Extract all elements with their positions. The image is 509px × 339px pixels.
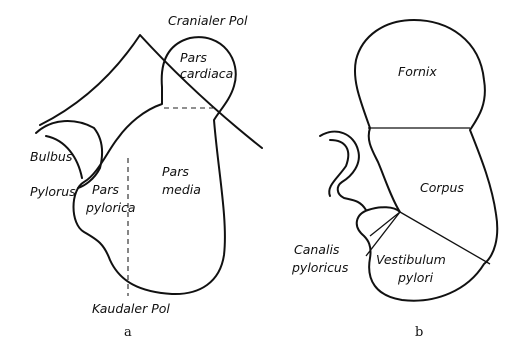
caption-a: a [124,325,132,339]
corpus-label: Corpus [420,180,464,195]
fornix-label: Fornix [398,64,437,79]
caption-b: b [415,325,423,339]
vestibulum-pylori-label-line1: Vestibulum [376,252,446,267]
duodenal-hook-outline [320,132,366,210]
vestibulum-pylori-label-line2: pylori [397,270,434,285]
pars-pylorica-label-line1: Pars [92,182,119,197]
pars-pylorica-label-line2: pylorica [85,200,136,215]
canalis-lower-boundary-line [366,212,400,256]
pars-media-label-line1: Pars [162,164,189,179]
canalis-pyloricus-label-line1: Canalis [294,242,340,257]
kaudaler-pol-label: Kaudaler Pol [92,301,170,316]
pars-media-label-line2: media [162,182,201,197]
pars-cardiaca-label-line1: Pars [180,50,207,65]
cranialer-pol-label: Cranialer Pol [168,13,248,28]
pars-cardiaca-label-line2: cardiaca [180,66,233,81]
pylorus-label: Pylorus [30,184,76,199]
canalis-pyloricus-label-line2: pyloricus [291,260,349,275]
bulbus-label: Bulbus [30,149,73,164]
